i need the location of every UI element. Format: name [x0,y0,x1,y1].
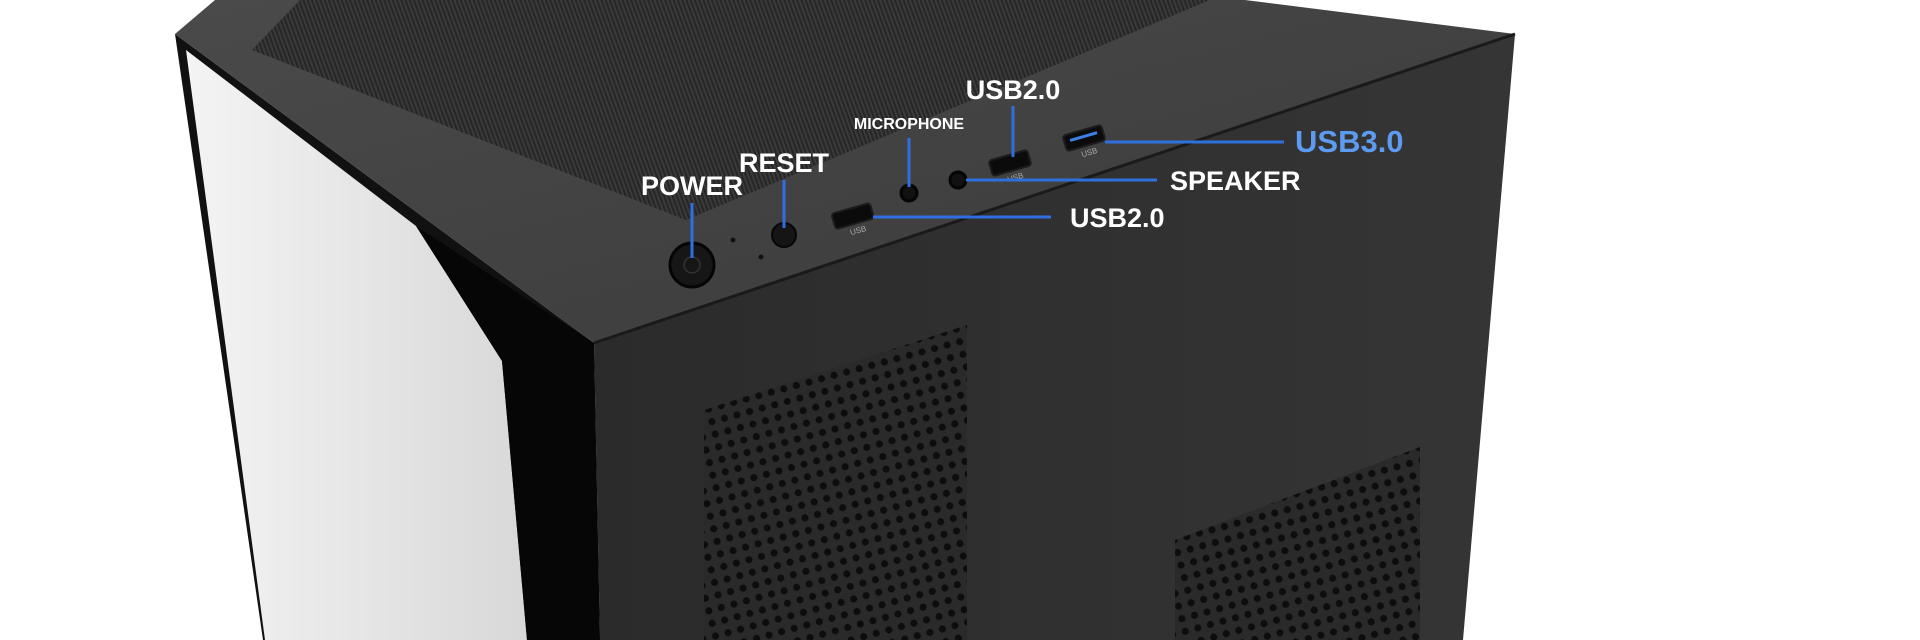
usb2-port-lower: USB [831,202,875,237]
led-indicator [758,254,764,260]
label-usb2-bottom: USB2.0 [1070,203,1165,233]
label-usb2-top: USB2.0 [966,75,1061,105]
front-top-edge [593,32,1516,345]
usb3-port: USB [1062,124,1106,159]
glass-edge-dark [416,226,600,640]
front-vent-left [704,325,967,640]
label-usb3: USB3.0 [1295,124,1404,159]
label-speaker: SPEAKER [1170,166,1301,196]
top-mesh [252,0,1210,220]
usb-port-mark: USB [849,224,867,237]
label-reset: RESET [739,148,830,178]
microphone-jack [899,183,919,203]
front-vent-right [1175,447,1420,640]
usb-port-mark: USB [1080,146,1098,159]
led-indicator [730,237,736,243]
label-power: POWER [641,171,743,201]
glass-side-panel [186,50,527,640]
label-microphone: MICROPHONE [854,116,965,133]
callout-lines [690,106,1284,258]
speaker-jack [948,170,968,190]
